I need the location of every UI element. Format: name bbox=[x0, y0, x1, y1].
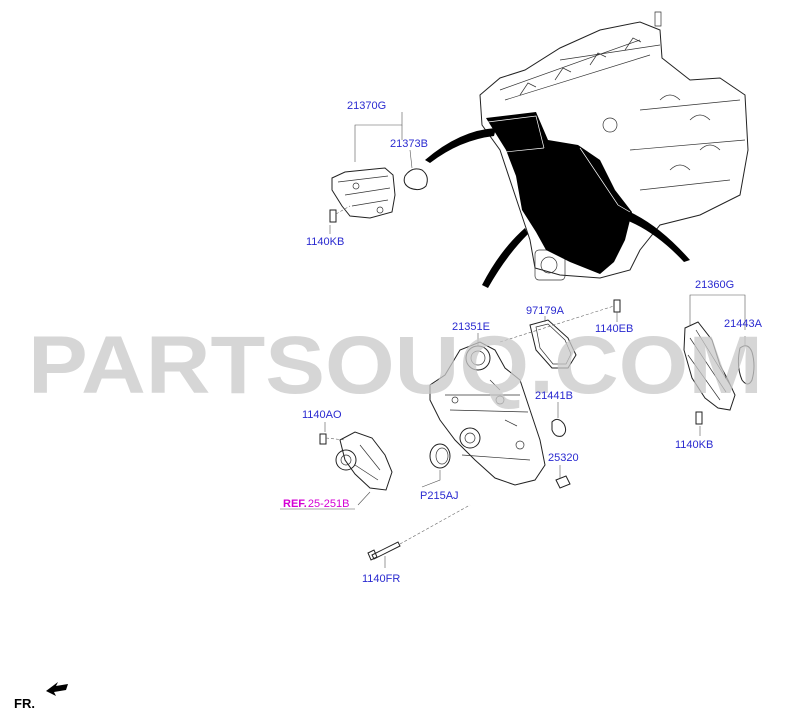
part-25320-plug bbox=[555, 475, 571, 489]
label-1140KB-left: 1140KB bbox=[306, 236, 344, 248]
part-97179A-gasket bbox=[529, 319, 577, 369]
label-1140KB-right: 1140KB bbox=[675, 439, 713, 451]
watermark-text: PARTSOUQ.COM bbox=[28, 320, 763, 411]
part-21443A-gasket bbox=[737, 345, 755, 385]
bolt-1140EB bbox=[613, 299, 621, 313]
bolt-1140KB-left bbox=[329, 205, 351, 223]
bolt-1140FR bbox=[367, 541, 401, 561]
label-97179A: 97179A bbox=[526, 305, 565, 317]
part-21370G-cover bbox=[331, 167, 396, 219]
label-21441B: 21441B bbox=[535, 390, 573, 402]
leader-21373B bbox=[409, 149, 413, 169]
label-P215AJ: P215AJ bbox=[420, 490, 459, 502]
bolt-1140KB-right bbox=[695, 411, 703, 425]
leader-P215AJ bbox=[421, 470, 441, 488]
label-1140FR: 1140FR bbox=[362, 573, 400, 585]
leader-21360G bbox=[689, 294, 746, 330]
part-P215AJ-seal bbox=[429, 443, 451, 469]
label-21370G: 21370G bbox=[347, 100, 386, 112]
label-21373B: 21373B bbox=[390, 138, 428, 150]
ref-prefix: REF. bbox=[283, 498, 307, 510]
part-21441B-oring bbox=[551, 418, 567, 437]
ref-code: 25-251B bbox=[308, 498, 350, 510]
bolt-1140AO bbox=[319, 433, 327, 445]
ref-label[interactable]: REF.25-251B bbox=[283, 498, 349, 510]
engine-block bbox=[425, 11, 749, 288]
bolt-line-1140FR bbox=[399, 504, 471, 545]
front-direction-label: FR. bbox=[14, 696, 35, 711]
label-21351E: 21351E bbox=[452, 321, 490, 333]
label-21360G: 21360G bbox=[695, 279, 734, 291]
bolt-line-1140AO bbox=[325, 437, 346, 441]
label-1140EB: 1140EB bbox=[595, 323, 633, 335]
label-1140AO: 1140AO bbox=[302, 409, 342, 421]
label-25320: 25320 bbox=[548, 452, 579, 464]
leader-ref bbox=[357, 491, 371, 506]
part-21360G-cover bbox=[683, 321, 736, 411]
leader-21370G bbox=[354, 112, 403, 162]
label-21443A: 21443A bbox=[724, 318, 763, 330]
part-21373B-gasket bbox=[403, 168, 428, 191]
front-arrow-icon bbox=[46, 682, 68, 696]
part-water-pump bbox=[335, 431, 393, 491]
